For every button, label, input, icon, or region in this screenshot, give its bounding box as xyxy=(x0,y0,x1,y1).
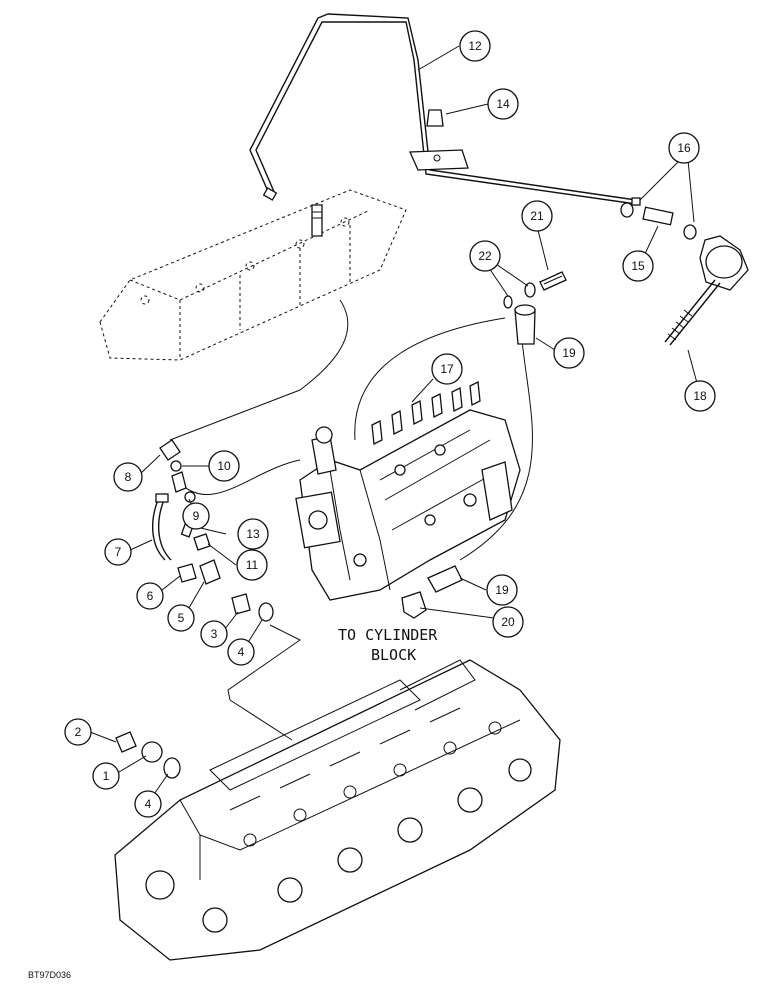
routing-lines xyxy=(169,299,533,741)
annotation-line-2: BLOCK xyxy=(371,646,416,664)
callout-4-lower: 4 xyxy=(134,790,162,818)
pump-outlet-fittings xyxy=(401,565,463,619)
callout-9: 9 xyxy=(182,502,210,530)
svg-text:19: 19 xyxy=(495,583,509,597)
svg-text:20: 20 xyxy=(501,615,515,629)
svg-text:7: 7 xyxy=(115,545,122,559)
callout-17: 17 xyxy=(431,353,463,385)
callout-1: 1 xyxy=(92,762,120,790)
svg-text:13: 13 xyxy=(246,527,260,541)
cylinder-head xyxy=(114,659,561,961)
callout-19-upper: 19 xyxy=(553,337,585,369)
svg-text:8: 8 xyxy=(125,470,132,484)
svg-text:14: 14 xyxy=(496,97,510,111)
callout-19-lower: 19 xyxy=(486,574,518,606)
callout-18: 18 xyxy=(684,380,716,412)
fuel-return-line xyxy=(249,13,641,206)
callout-7: 7 xyxy=(104,538,132,566)
callout-10: 10 xyxy=(208,450,240,482)
bracket xyxy=(409,109,469,171)
svg-text:6: 6 xyxy=(147,589,154,603)
banjo-bolt-assembly xyxy=(503,271,567,345)
callout-13: 13 xyxy=(237,518,269,550)
callout-22: 22 xyxy=(469,240,501,272)
callout-15: 15 xyxy=(622,250,654,282)
callout-14: 14 xyxy=(487,88,519,120)
callout-5: 5 xyxy=(167,604,195,632)
valve-cover xyxy=(99,189,407,361)
callout-21: 21 xyxy=(521,200,553,232)
callout-20: 20 xyxy=(492,606,524,638)
injection-pump xyxy=(295,380,521,601)
inlet-fittings xyxy=(151,439,274,622)
svg-text:4: 4 xyxy=(238,645,245,659)
svg-text:22: 22 xyxy=(478,249,492,263)
annotation-line-1: TO CYLINDER xyxy=(338,626,438,644)
svg-text:2: 2 xyxy=(75,725,82,739)
svg-text:18: 18 xyxy=(693,389,707,403)
svg-text:9: 9 xyxy=(193,509,200,523)
callout-2: 2 xyxy=(64,718,92,746)
callout-8: 8 xyxy=(113,462,143,492)
svg-text:10: 10 xyxy=(217,459,231,473)
callout-16: 16 xyxy=(668,132,700,164)
svg-text:1: 1 xyxy=(103,769,110,783)
svg-text:4: 4 xyxy=(145,797,152,811)
callout-6: 6 xyxy=(136,582,164,610)
check-valve-assembly xyxy=(620,202,749,346)
svg-text:5: 5 xyxy=(178,611,185,625)
svg-text:12: 12 xyxy=(468,39,482,53)
svg-text:21: 21 xyxy=(530,209,544,223)
svg-text:19: 19 xyxy=(562,346,576,360)
head-fittings xyxy=(115,731,181,779)
svg-text:17: 17 xyxy=(440,362,454,376)
callout-11: 11 xyxy=(236,549,268,581)
callout-4-upper: 4 xyxy=(227,638,255,666)
svg-text:3: 3 xyxy=(211,627,218,641)
callout-12: 12 xyxy=(459,30,491,62)
svg-text:16: 16 xyxy=(677,141,691,155)
callout-3: 3 xyxy=(200,620,228,648)
figure-reference: BT97D036 xyxy=(28,970,71,980)
svg-text:11: 11 xyxy=(246,558,259,572)
svg-text:15: 15 xyxy=(631,259,645,273)
